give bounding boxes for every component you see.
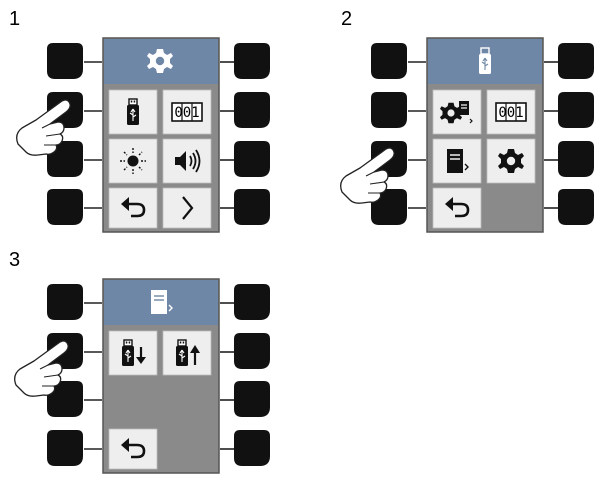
right-button-2[interactable]	[234, 333, 270, 369]
step-number: 3	[9, 249, 20, 271]
back-tile[interactable]	[108, 187, 158, 229]
back-tile[interactable]	[432, 187, 482, 229]
left-button-2[interactable]	[371, 92, 407, 128]
left-button-1[interactable]	[371, 43, 407, 79]
step-number: 1	[9, 8, 20, 30]
left-button-1[interactable]	[47, 43, 83, 79]
right-button-4[interactable]	[234, 189, 270, 225]
right-button-1[interactable]	[558, 43, 594, 79]
step-number: 2	[341, 8, 352, 30]
counter-value: 001	[498, 105, 523, 121]
right-button-1[interactable]	[234, 284, 270, 320]
next-tile[interactable]	[162, 187, 212, 229]
panel-1: 1 001	[9, 8, 270, 233]
right-button-2[interactable]	[558, 92, 594, 128]
panel-2: 2 001	[340, 8, 594, 233]
usb-stick-icon	[126, 98, 140, 126]
volume-tile[interactable]	[162, 138, 212, 184]
right-button-2[interactable]	[234, 92, 270, 128]
right-button-1[interactable]	[234, 43, 270, 79]
panel-3: 3	[9, 249, 270, 474]
right-button-3[interactable]	[234, 141, 270, 177]
right-button-3[interactable]	[234, 381, 270, 417]
left-button-1[interactable]	[47, 284, 83, 320]
counter-value: 001	[174, 105, 199, 121]
right-button-4[interactable]	[558, 189, 594, 225]
left-button-4[interactable]	[47, 430, 83, 466]
right-button-4[interactable]	[234, 430, 270, 466]
back-tile[interactable]	[108, 428, 158, 470]
usb-stick-icon	[478, 47, 492, 75]
left-button-4[interactable]	[47, 189, 83, 225]
right-button-3[interactable]	[558, 141, 594, 177]
